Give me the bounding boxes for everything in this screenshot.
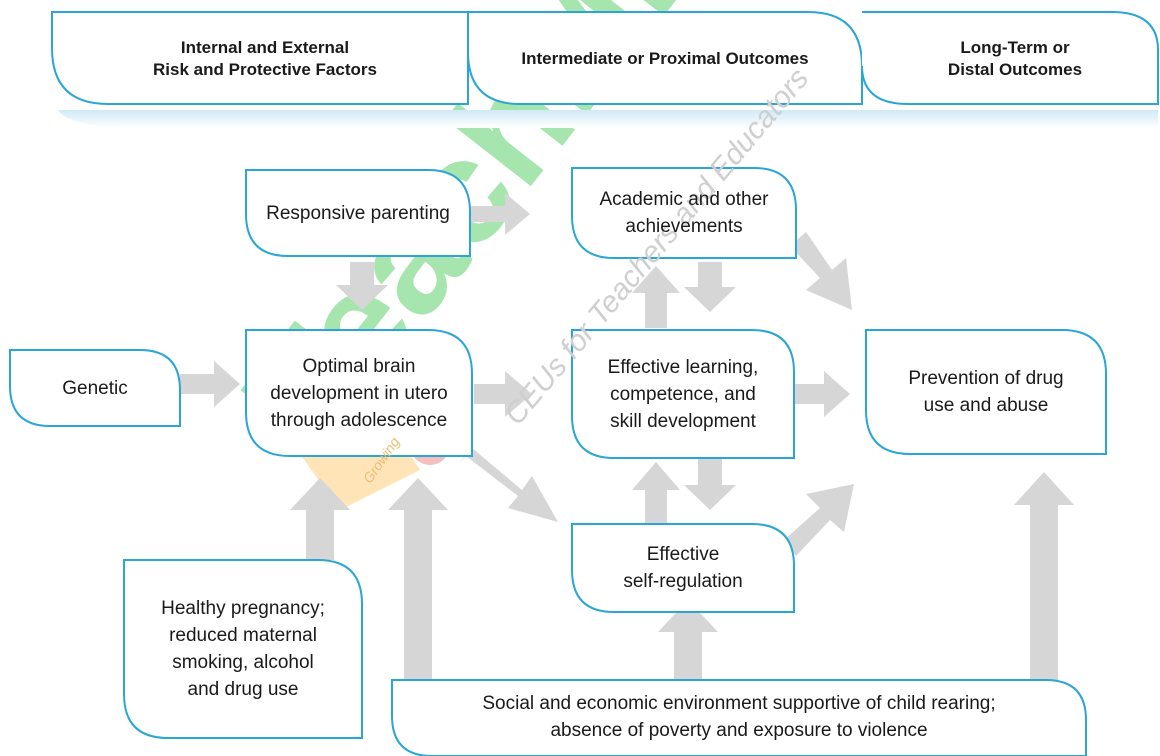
header-box-proximal [467,11,863,105]
header-distal-outcomes: Long-Term or Distal Outcomes [947,38,1083,79]
node-self-regulation: Effective self-regulation [623,544,743,592]
arrow-brain-to-learning [474,371,532,417]
node-responsive-parenting: Responsive parenting [266,202,450,224]
box-responsive-parenting [245,169,471,257]
arrow-parenting-to-brain [336,262,388,310]
arrow-environment-to-prevention [1014,472,1074,680]
node-brain: Optimal brain development in utero throu… [270,355,448,431]
arrow-environment-to-self-regulation [658,600,718,680]
box-prevention [865,329,1107,455]
arrow-genetic-to-brain [180,361,240,407]
box-learning [571,329,795,459]
node-environment: Social and economic environment supporti… [482,693,996,741]
node-pregnancy: Healthy pregnancy; reduced maternal smok… [161,598,325,700]
arrow-self-regulation-to-learning [632,462,680,524]
box-brain [245,329,473,457]
arrow-environment-to-brain [388,478,448,680]
node-learning: Effective learning, competence, and skil… [607,356,759,432]
node-academic: Academic and other achievements [599,189,769,237]
box-academic [571,167,797,259]
arrows [180,193,1074,680]
arrow-pregnancy-to-brain [290,478,350,560]
arrow-learning-to-prevention [790,371,850,417]
header-shadow [58,110,1158,128]
arrow-learning-to-self-regulation [684,450,736,510]
header-box-risk-factors [51,11,469,105]
arrow-self-regulation-to-prevention [784,484,854,556]
header-proximal-outcomes: Intermediate or Proximal Outcomes [521,49,809,68]
arrow-academic-to-prevention [790,232,852,310]
node-prevention: Prevention of drug use and abuse [908,368,1064,416]
header-bar [51,11,1159,105]
arrow-academic-to-learning [684,262,736,312]
arrow-learning-to-academic [632,266,680,328]
boxes [9,167,1107,756]
box-self-regulation [571,523,795,613]
header-risk-factors: Internal and External Risk and Protectiv… [153,38,377,79]
box-genetic [9,349,181,427]
node-genetic: Genetic [62,377,128,399]
arrow-parenting-to-academic [470,193,530,235]
header-box-distal [861,11,1159,105]
arrow-brain-to-self-regulation [458,448,558,522]
box-pregnancy [123,559,363,739]
box-environment [391,679,1087,756]
